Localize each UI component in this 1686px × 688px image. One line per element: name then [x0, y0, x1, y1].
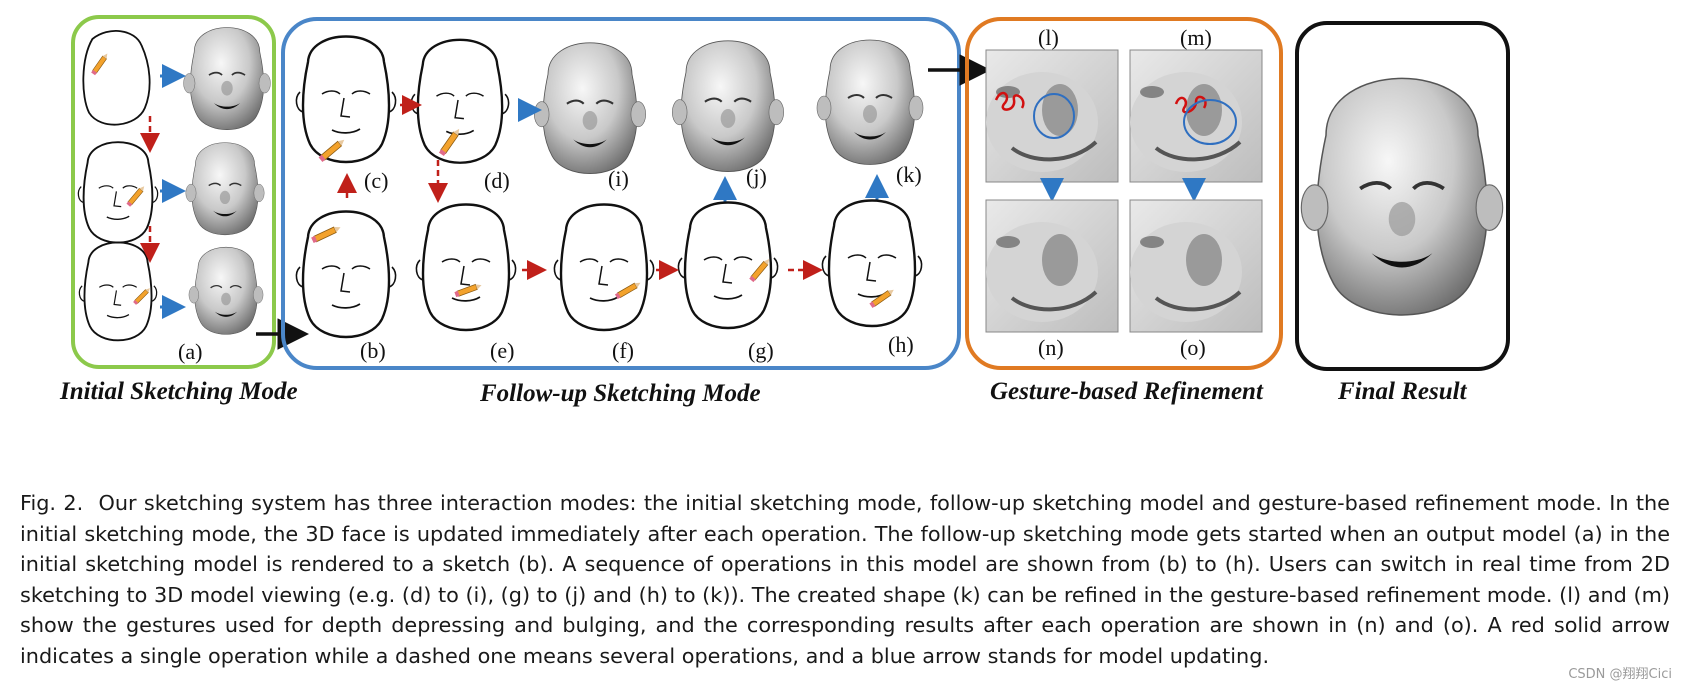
initial-face-3: [188, 246, 264, 336]
model-k: [816, 39, 924, 166]
figure-canvas: (a) (c) (d) (i) (j) (k) (b) (e) (f) (g) …: [71, 15, 1510, 371]
label-l: (l): [1038, 25, 1059, 50]
gesture-stroke: [994, 91, 1025, 111]
pencil-icon: [132, 286, 152, 306]
initial-sketch-1: [82, 30, 151, 126]
refine-thumb-l: [984, 48, 1120, 184]
figure-number: Fig. 2.: [20, 491, 84, 515]
label-e: (e): [490, 338, 514, 363]
pencil-icon: [438, 126, 463, 157]
pencil-icon: [90, 51, 110, 76]
initial-sketch-2: [77, 141, 159, 244]
label-n: (n): [1038, 335, 1064, 360]
refine-thumb-m: [1128, 48, 1264, 184]
pencil-icon: [310, 224, 343, 244]
selection-region: [1183, 99, 1237, 145]
sketch-c: [295, 35, 397, 164]
label-o: (o): [1180, 335, 1206, 360]
figure: (a) (c) (d) (i) (j) (k) (b) (e) (f) (g) …: [60, 15, 1510, 407]
label-f: (f): [612, 338, 634, 363]
pencil-icon: [318, 136, 347, 163]
sketch-d: [410, 38, 510, 164]
sketch-e: [415, 203, 517, 332]
final-result-label: Final Result: [1338, 378, 1467, 405]
pencil-icon: [614, 280, 643, 300]
label-h: (h): [888, 332, 914, 357]
refine-thumb-n: [984, 198, 1120, 334]
initial-mode-label: Initial Sketching Mode: [60, 378, 298, 405]
label-k: (k): [896, 162, 922, 187]
sketch-f: [553, 203, 655, 332]
selection-region: [1033, 93, 1075, 139]
gesture-mode-label: Gesture-based Refinement: [990, 378, 1263, 405]
label-b: (b): [360, 338, 386, 363]
figure-caption: Fig. 2. Our sketching system has three i…: [20, 488, 1670, 671]
initial-mode-box: [71, 15, 276, 369]
label-g: (g): [748, 338, 774, 363]
followup-mode-box: [281, 17, 961, 370]
watermark: CSDN @翔翔Cici: [1568, 667, 1672, 682]
model-j: [671, 39, 785, 173]
model-i: [533, 41, 647, 175]
initial-face-2: [185, 141, 265, 236]
followup-mode-label: Follow-up Sketching Mode: [480, 380, 761, 407]
gesture-mode-box: [965, 17, 1283, 370]
sketch-b: [295, 210, 397, 339]
label-m: (m): [1180, 25, 1212, 50]
final-model: [1299, 76, 1505, 317]
pencil-icon: [748, 256, 772, 283]
label-a: (a): [178, 339, 202, 364]
caption-text: Our sketching system has three interacti…: [20, 491, 1670, 668]
final-result-box: [1295, 21, 1510, 371]
label-j: (j): [746, 164, 767, 189]
label-d: (d): [484, 168, 510, 193]
pencil-icon: [868, 287, 896, 309]
initial-face-1: [182, 26, 272, 131]
label-i: (i): [608, 166, 629, 191]
label-c: (c): [364, 168, 388, 193]
refine-thumb-o: [1128, 198, 1264, 334]
gesture-stroke: [1174, 95, 1207, 114]
